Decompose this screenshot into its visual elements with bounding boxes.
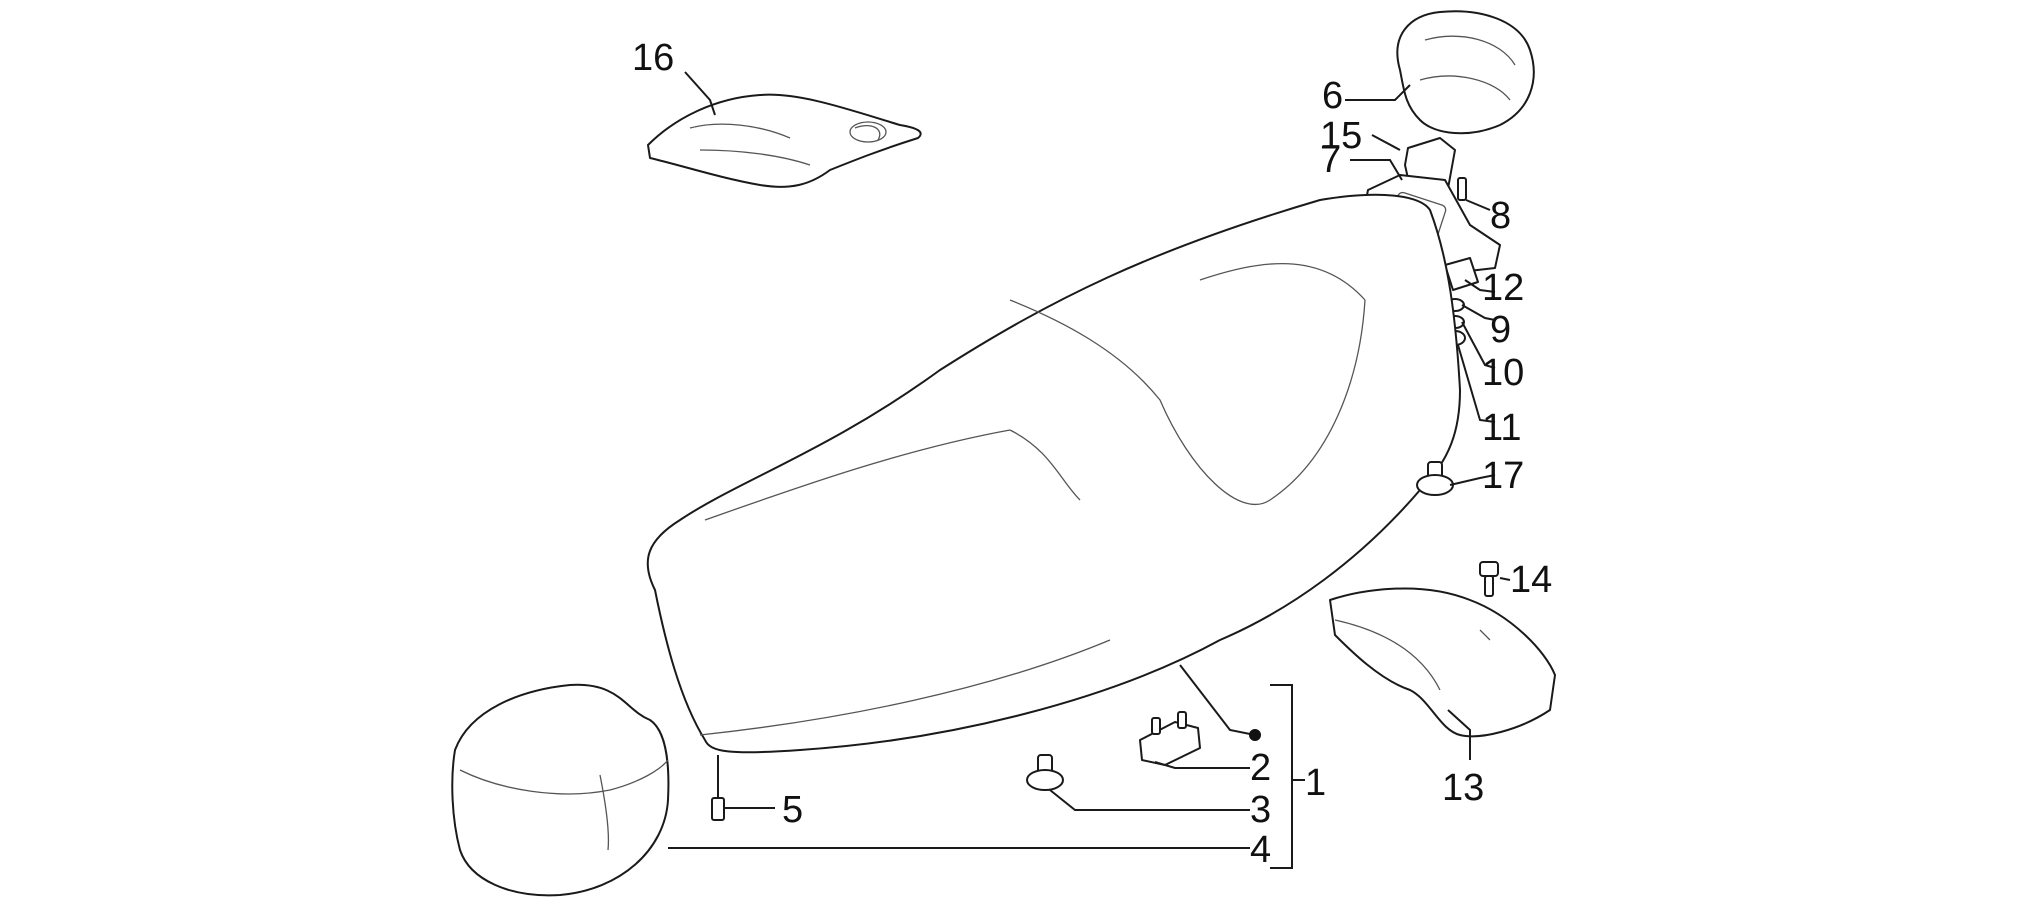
- callout-8: 8: [1490, 195, 1511, 237]
- helmet-compartment-part-4[interactable]: [451, 683, 670, 897]
- seat-part-1[interactable]: [646, 193, 1461, 754]
- callout-2: 2: [1250, 747, 1271, 789]
- callout-7: 7: [1320, 139, 1341, 181]
- callout-13: 13: [1442, 767, 1484, 809]
- callout-17: 17: [1482, 455, 1524, 497]
- callout-11: 11: [1482, 407, 1521, 449]
- callout-16: 16: [632, 37, 674, 79]
- backrest-part-6[interactable]: [1396, 10, 1535, 135]
- callout-3: 3: [1250, 789, 1271, 831]
- seat-cover-part-16[interactable]: [647, 93, 922, 188]
- callout-12: 12: [1482, 267, 1524, 309]
- hinge-part-2[interactable]: [1139, 711, 1201, 766]
- buffer-part-3[interactable]: [1026, 754, 1064, 791]
- leader-lines: [668, 71, 1511, 869]
- callout-1: 1: [1305, 762, 1326, 804]
- reference-dot: [1249, 729, 1261, 741]
- callout-9: 9: [1490, 309, 1511, 351]
- cover-panel-part-13[interactable]: [1329, 587, 1556, 738]
- callout-10: 10: [1482, 352, 1524, 394]
- screw-part-8[interactable]: [1457, 177, 1491, 211]
- screw-part-14[interactable]: [1479, 561, 1499, 597]
- callout-5: 5: [782, 789, 803, 831]
- callout-14: 14: [1510, 559, 1552, 601]
- callout-6: 6: [1322, 75, 1343, 117]
- callout-4: 4: [1250, 829, 1271, 871]
- callout-15: 15: [1320, 115, 1362, 157]
- buffer-part-17[interactable]: [1416, 461, 1454, 496]
- bolt-part-5[interactable]: [711, 755, 725, 821]
